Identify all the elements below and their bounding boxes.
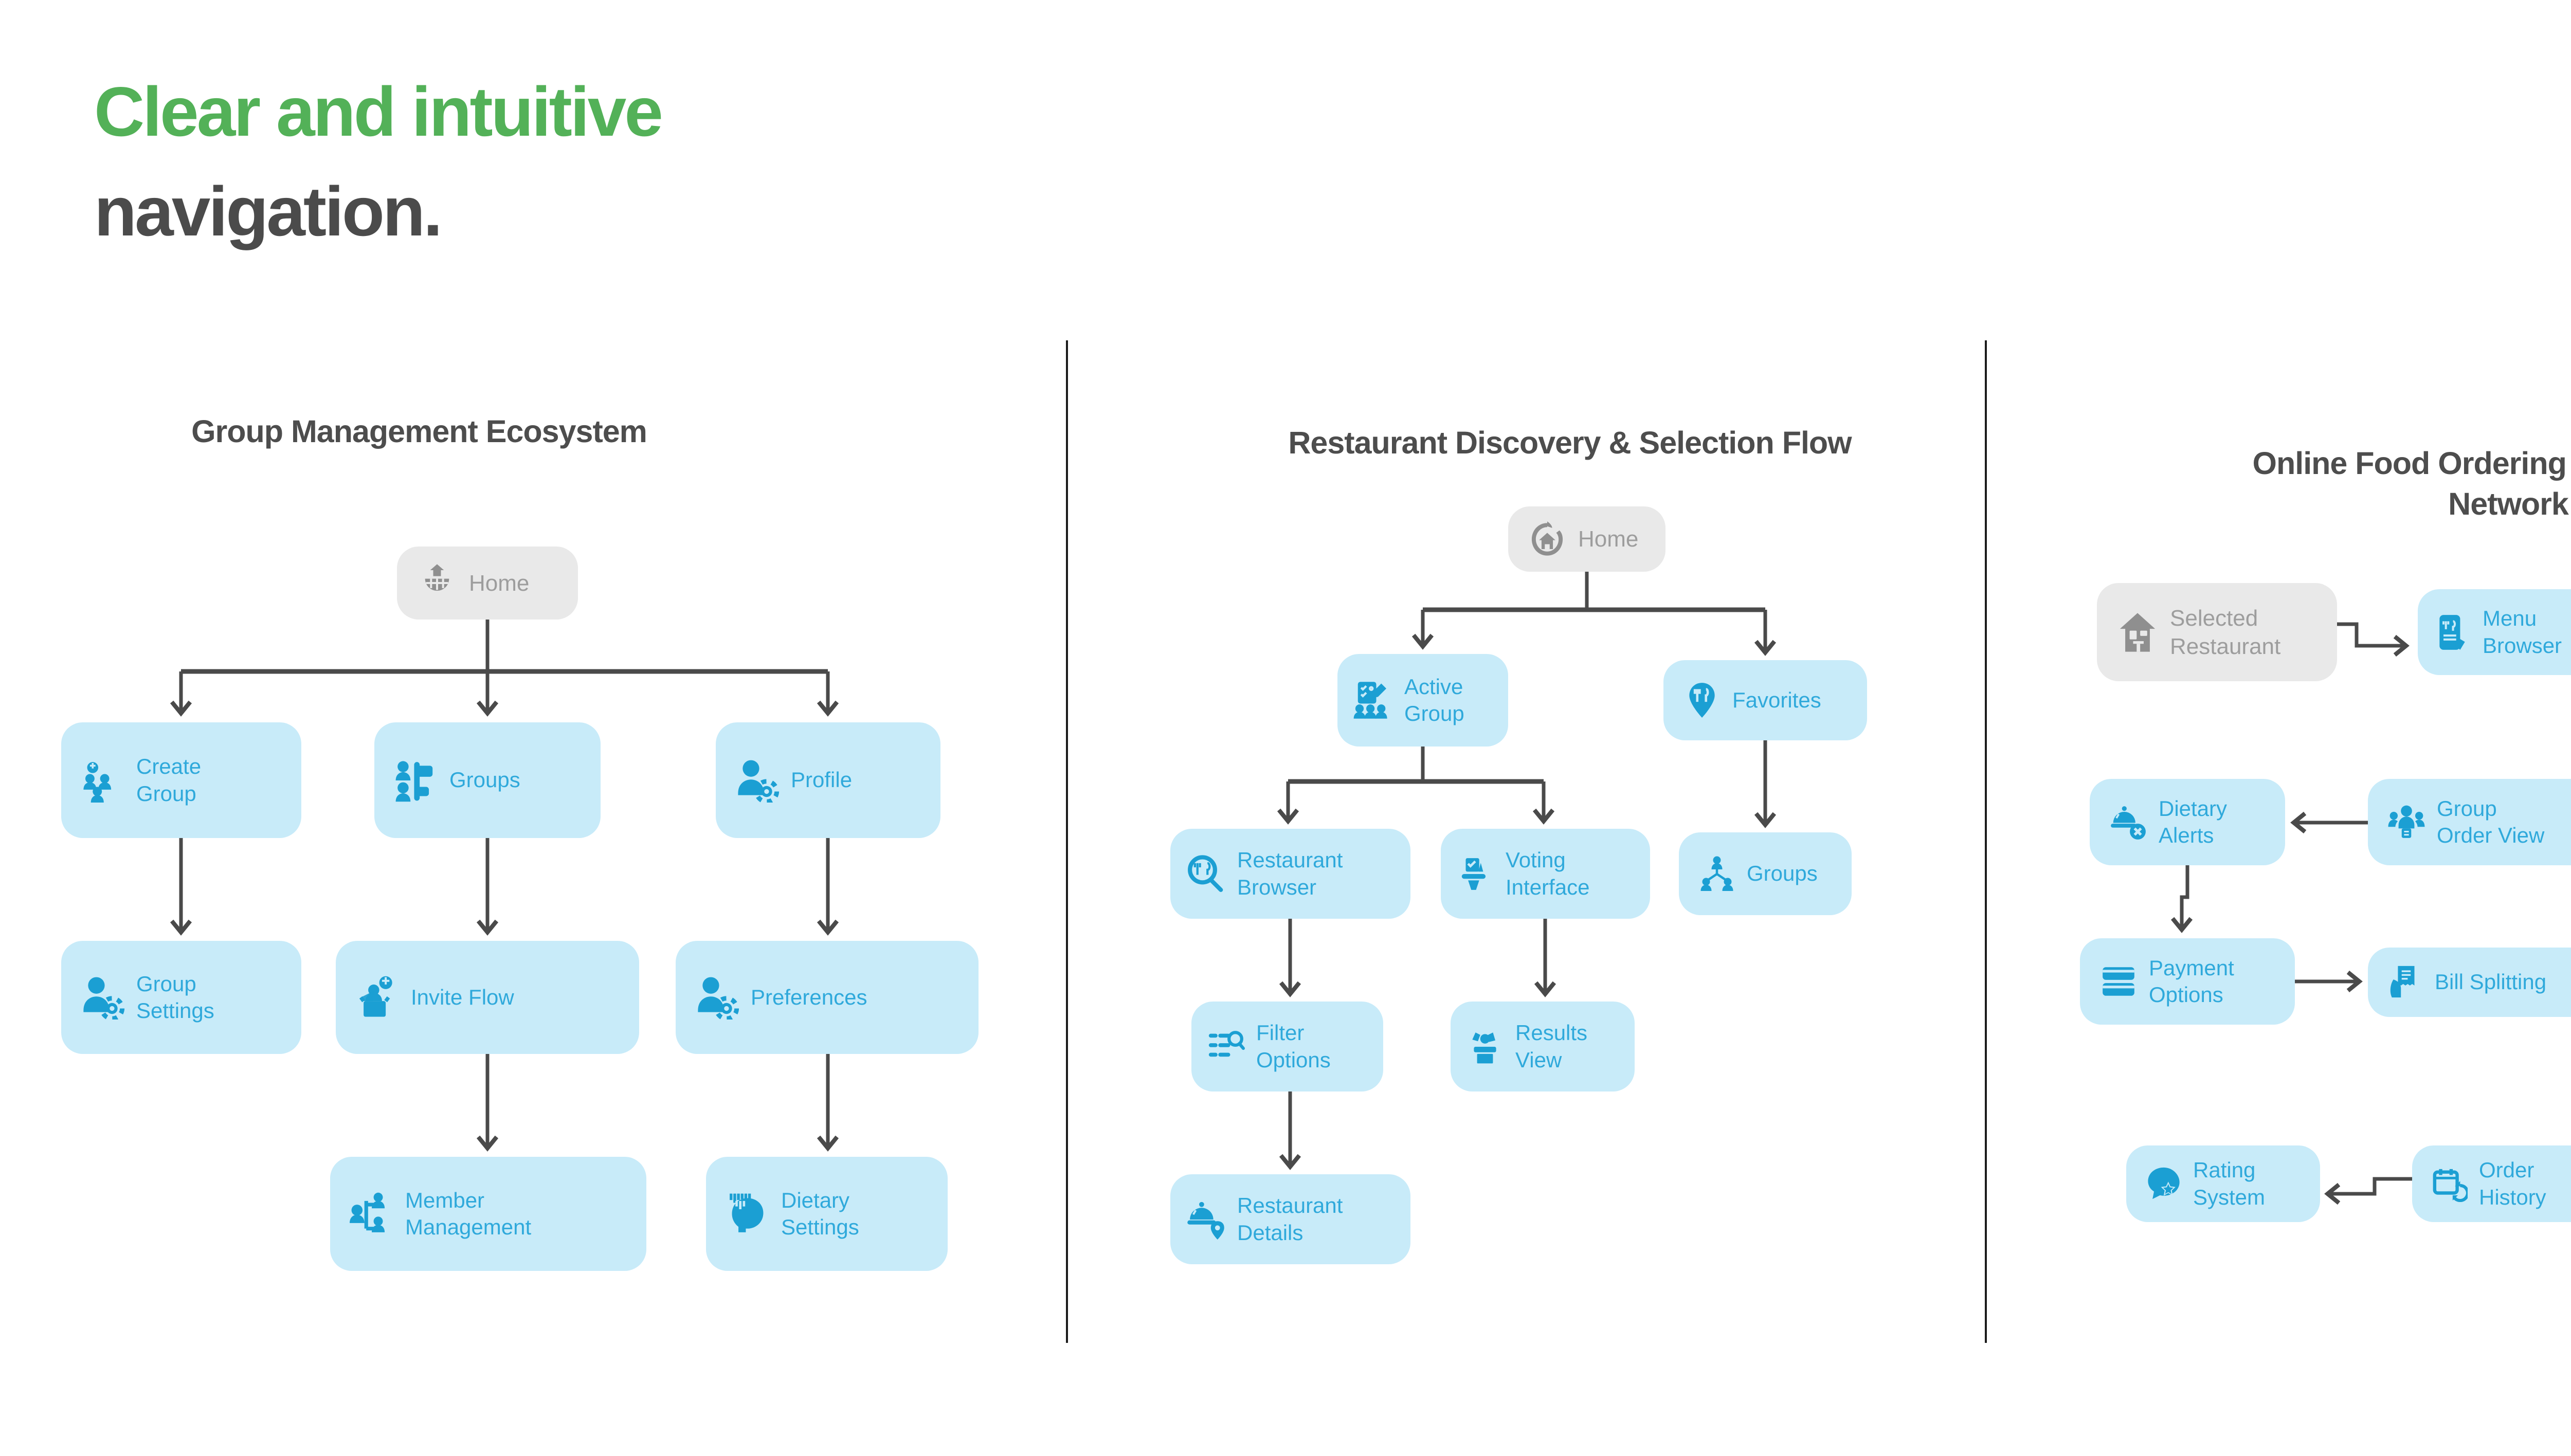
node-groups-middle: Groups [1679, 832, 1852, 915]
node-home-left: Home [397, 547, 578, 620]
node-label: Selected Restaurant [2170, 605, 2281, 659]
panel-title-online-ordering: Online Food Ordering and Payment Network [2252, 446, 2571, 522]
group-people-icon [2387, 803, 2425, 841]
bubble-star-icon [2146, 1166, 2182, 1202]
node-label: Rating System [2193, 1158, 2266, 1209]
node-label: Groups [449, 768, 520, 792]
node-restaurant-browser: Restaurant Browser [1170, 829, 1410, 919]
node-label: Restaurant Details [1237, 1193, 1343, 1245]
node-selected-restaurant: Selected Restaurant [2097, 583, 2337, 681]
credit-cards-icon [2099, 962, 2138, 1000]
node-label: Invite Flow [411, 985, 514, 1009]
people-network-icon [1698, 856, 1735, 893]
node-dietary-alerts: Dietary Alerts [2090, 779, 2285, 865]
node-group-settings: Group Settings [61, 941, 301, 1054]
node-label: Payment Options [2149, 955, 2234, 1007]
node-profile: Profile [716, 722, 940, 838]
node-label: Restaurant Browser [1237, 848, 1343, 899]
node-preferences: Preferences [676, 941, 979, 1054]
node-payment-options: Payment Options [2080, 938, 2295, 1025]
page-title: Clear and intuitive navigation. [94, 62, 663, 262]
person-gear-icon [735, 758, 780, 804]
node-label: Group Order View [2437, 796, 2545, 848]
podium-icon [1466, 1028, 1504, 1066]
invite-box-icon [355, 975, 400, 1020]
node-label: Create Group [136, 754, 202, 806]
checklist-people-icon [1353, 680, 1393, 720]
node-label: Order History [2479, 1158, 2546, 1209]
node-label: Group Settings [136, 971, 214, 1023]
node-dietary-settings: Dietary Settings [706, 1157, 948, 1271]
node-menu-browser: Menu Browser [2418, 589, 2571, 675]
node-voting-interface: Voting Interface [1441, 829, 1650, 919]
node-label: Voting Interface [1506, 848, 1590, 899]
cloche-x-icon [2109, 803, 2147, 841]
node-label: Profile [791, 768, 853, 792]
member-tree-icon [350, 1192, 394, 1236]
node-label: Dietary Alerts [2159, 796, 2228, 848]
node-label: Member Management [405, 1188, 532, 1240]
node-results-view: Results View [1451, 1002, 1635, 1091]
node-rating-system: Rating System [2126, 1145, 2320, 1222]
pin-utensils-icon [1683, 681, 1721, 719]
node-filter-options: Filter Options [1191, 1002, 1383, 1091]
node-favorites: Favorites [1663, 660, 1867, 740]
page-title-line1: Clear and intuitive [94, 72, 663, 151]
node-group-order-view: Group Order View [2368, 779, 2571, 865]
node-label: Dietary Settings [781, 1188, 859, 1240]
node-label: Home [469, 570, 530, 596]
node-label: Filter Options [1256, 1021, 1331, 1072]
head-utensils-icon [726, 1192, 770, 1236]
calendar-refresh-icon [2432, 1166, 2470, 1202]
node-label: Menu Browser [2483, 606, 2562, 658]
node-label: Home [1578, 526, 1639, 552]
person-gear-icon [695, 975, 739, 1021]
node-bill-splitting: Bill Splitting [2368, 948, 2571, 1017]
node-label: Groups [1747, 861, 1818, 886]
home-flame-icon [1528, 520, 1567, 559]
panel-title-restaurant-discovery: Restaurant Discovery & Selection Flow [1288, 425, 1852, 460]
groups-org-icon [394, 758, 438, 803]
phone-menu-icon [2433, 613, 2471, 651]
node-order-history: Order History [2412, 1145, 2571, 1222]
ballot-icon [1456, 855, 1494, 893]
node-label: Preferences [751, 985, 867, 1009]
node-label: Active Group [1404, 674, 1464, 726]
node-label: Bill Splitting [2435, 970, 2547, 994]
node-restaurant-details: Restaurant Details [1170, 1174, 1410, 1264]
node-invite-flow: Invite Flow [336, 941, 639, 1054]
page-title-line2: navigation. [94, 172, 443, 251]
node-home-middle: Home [1508, 506, 1665, 572]
list-magnifier-icon [1207, 1028, 1245, 1066]
node-create-group: Create Group [61, 722, 301, 838]
create-group-icon [81, 758, 125, 803]
restaurant-building-icon [2116, 611, 2159, 653]
cloche-pin-icon [1186, 1199, 1226, 1240]
panel-title-group-management: Group Management Ecosystem [191, 414, 647, 449]
receipt-calc-icon [2387, 964, 2423, 1000]
node-label: Favorites [1732, 687, 1821, 712]
node-groups: Groups [374, 722, 601, 838]
magnifier-utensils-icon [1186, 854, 1226, 894]
node-member-management: Member Management [330, 1157, 646, 1271]
home-basket-icon [417, 562, 458, 604]
node-label: Results View [1515, 1021, 1588, 1072]
node-active-group: Active Group [1337, 654, 1508, 747]
person-gear-icon [81, 975, 125, 1021]
